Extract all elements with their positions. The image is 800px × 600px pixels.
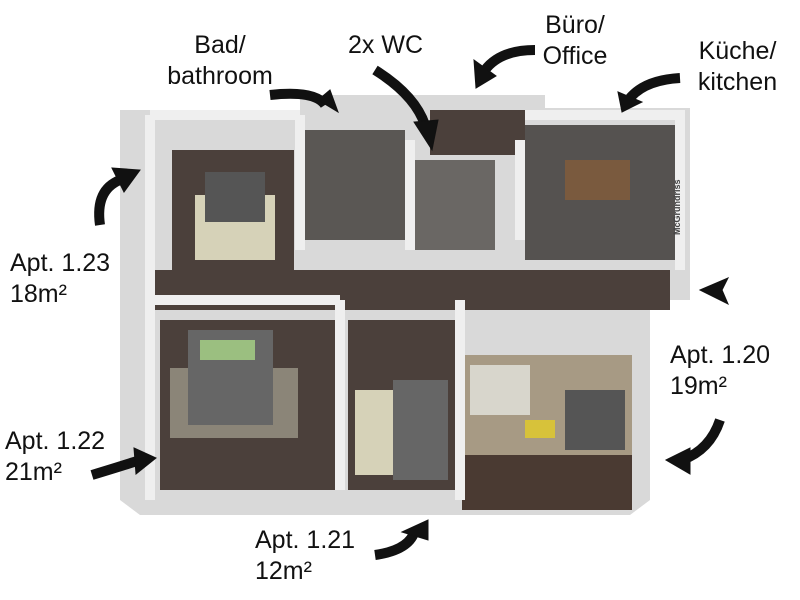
apt-1-21-name: Apt. 1.21 (255, 526, 356, 554)
room-wc (410, 160, 495, 250)
label-bathroom: Bad/ bathroom (150, 30, 290, 92)
room-office (430, 110, 525, 155)
label-apt-1-20: Apt. 1.20 19m² (670, 340, 770, 402)
apt-1-21-size: 12m² (255, 557, 312, 585)
arrows (90, 45, 730, 560)
label-bathroom-line1: Bad/ (194, 31, 246, 59)
arrow-kitchen (626, 73, 681, 102)
label-office-line1: Büro/ (545, 11, 605, 39)
label-kitchen: Küche/ kitchen (685, 36, 790, 98)
label-apt-1-22: Apt. 1.22 21m² (5, 426, 105, 488)
room-bathroom (305, 130, 405, 240)
label-wc: 2x WC (348, 31, 423, 59)
apt-1-20-name: Apt. 1.20 (670, 341, 771, 369)
label-apt-1-21: Apt. 1.21 12m² (255, 525, 355, 587)
label-kitchen-line2: kitchen (697, 68, 778, 96)
arrow-wc (372, 65, 430, 127)
arrow-apt-1-23 (94, 175, 123, 226)
apt-1-23-name: Apt. 1.23 (10, 249, 111, 277)
apt-1-22-name: Apt. 1.22 (5, 427, 106, 455)
label-apt-1-23: Apt. 1.23 18m² (10, 248, 110, 310)
arrow-bathroom (269, 88, 330, 109)
watermark: McGrundriss (672, 179, 682, 235)
apt-1-23-size: 18m² (10, 280, 67, 308)
label-bathroom-line2: bathroom (167, 62, 273, 90)
apt-1-22-size: 21m² (5, 458, 62, 486)
label-office-line2: Office (542, 42, 608, 70)
entrance-arrow (698, 277, 730, 306)
label-office: Büro/ Office (530, 10, 620, 72)
apt-1-20-size: 19m² (670, 372, 727, 400)
label-kitchen-line1: Küche/ (698, 37, 777, 65)
arrow-office (481, 45, 536, 74)
